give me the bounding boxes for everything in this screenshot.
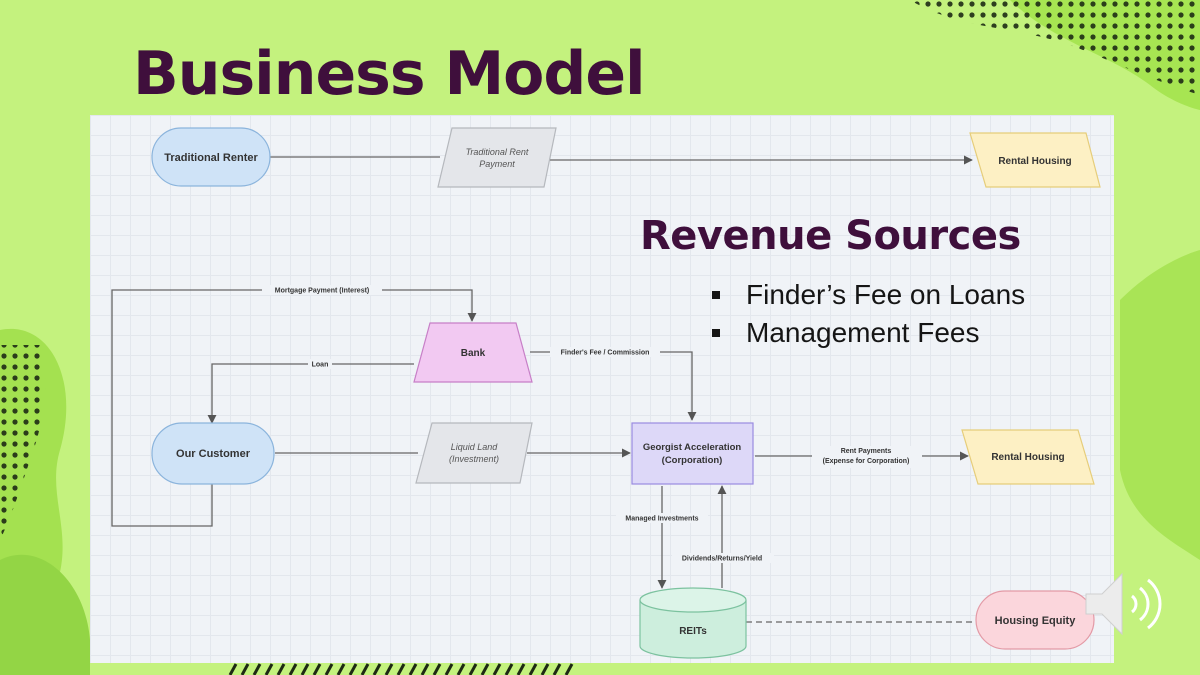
node-label-payment-1: Traditional Rent — [466, 147, 529, 157]
node-label-traditional-renter: Traditional Renter — [164, 152, 258, 164]
node-housing-equity: Housing Equity — [975, 590, 1095, 650]
revenue-list: Finder’s Fee on Loans Management Fees — [708, 276, 1025, 352]
edge-label-dividends: Dividends/Returns/Yield — [682, 556, 762, 563]
node-rental-housing-top: Rental Housing — [969, 132, 1101, 188]
top-right-dots — [910, 0, 1200, 95]
node-label-our-customer: Our Customer — [176, 448, 251, 460]
left-dots — [0, 345, 46, 540]
revenue-heading: Revenue Sources — [640, 213, 1021, 259]
revenue-item-label: Finder’s Fee on Loans — [746, 279, 1026, 310]
edge-label-managed: Managed Investments — [625, 516, 698, 523]
edge-label-mortgage: Mortgage Payment (Interest) — [275, 288, 370, 295]
revenue-item-management-fees: Management Fees — [708, 314, 1025, 352]
node-bank: Bank — [413, 322, 533, 383]
node-label-payment-2: Payment — [479, 159, 515, 169]
node-traditional-rent-payment: Traditional Rent Payment — [437, 127, 557, 188]
edge-finders-fee — [530, 351, 697, 421]
edge-label-finders-fee: Finder's Fee / Commission — [561, 350, 650, 357]
node-label-rental-right: Rental Housing — [991, 452, 1064, 463]
edge-mortgage — [111, 289, 477, 527]
bottom-hatch — [228, 663, 574, 675]
node-label-reits: REITs — [679, 626, 707, 637]
bottom-left-blob — [0, 554, 90, 675]
slide-title: Business Model — [133, 39, 646, 109]
node-rental-housing-right: Rental Housing — [961, 429, 1095, 485]
node-liquid-land: Liquid Land (Investment) — [415, 422, 533, 484]
edge-label-rent-payments-1: Rent Payments — [841, 448, 892, 455]
revenue-item-finders-fee: Finder’s Fee on Loans — [708, 276, 1025, 314]
node-label-liquid-land-1: Liquid Land — [451, 442, 499, 452]
edge-loan — [207, 363, 414, 424]
node-label-housing-equity: Housing Equity — [995, 615, 1077, 627]
speaker-icon[interactable] — [1080, 568, 1176, 642]
node-label-liquid-land-2: (Investment) — [449, 454, 499, 464]
revenue-item-label: Management Fees — [746, 317, 980, 348]
node-label-georgist-2: (Corporation) — [662, 455, 723, 466]
edge-label-loan: Loan — [312, 362, 329, 369]
node-georgist-acceleration: Georgist Acceleration (Corporation) — [631, 422, 754, 485]
node-our-customer: Our Customer — [151, 422, 275, 485]
node-label-rental-top: Rental Housing — [998, 156, 1071, 167]
edge-label-rent-payments-2: (Expense for Corporation) — [823, 458, 910, 465]
bullet-icon — [712, 329, 720, 337]
node-label-georgist-1: Georgist Acceleration — [643, 442, 742, 453]
node-traditional-renter: Traditional Renter — [151, 127, 271, 187]
node-reits: REITs — [639, 587, 747, 659]
bullet-icon — [712, 291, 720, 299]
node-label-bank: Bank — [461, 348, 486, 359]
right-blob — [1120, 250, 1200, 560]
diagram-panel — [90, 115, 1114, 663]
